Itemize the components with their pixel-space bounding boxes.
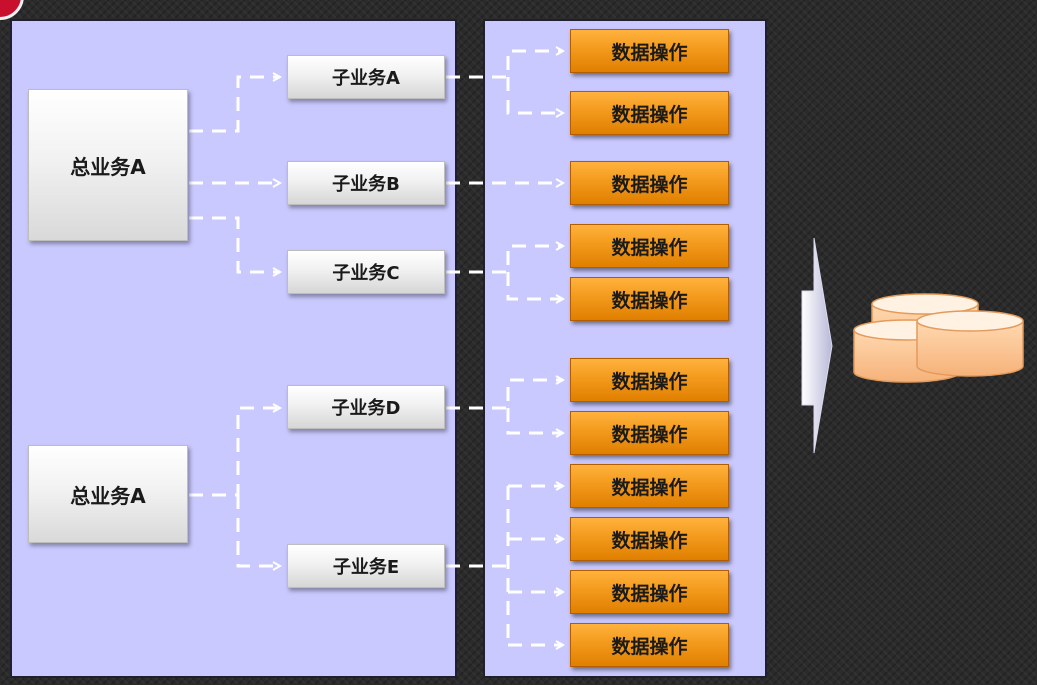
data-operation-box: 数据操作 bbox=[570, 224, 729, 268]
sub-task-box: 子业务B bbox=[287, 161, 445, 205]
data-operation-label: 数据操作 bbox=[611, 370, 688, 393]
data-operation-box: 数据操作 bbox=[570, 623, 729, 667]
sub-task-label: 子业务B bbox=[332, 174, 400, 195]
sub-task-box: 子业务C bbox=[287, 250, 445, 294]
data-operation-box: 数据操作 bbox=[570, 91, 729, 135]
sub-task-label: 子业务D bbox=[331, 398, 401, 419]
main-task-label: 总业务A bbox=[70, 154, 146, 179]
data-operation-box: 数据操作 bbox=[570, 411, 729, 455]
data-operation-label: 数据操作 bbox=[611, 236, 688, 259]
main-task-box: 总业务A bbox=[28, 445, 188, 543]
data-operation-label: 数据操作 bbox=[611, 423, 688, 446]
data-operation-label: 数据操作 bbox=[611, 582, 688, 605]
data-operation-label: 数据操作 bbox=[611, 103, 688, 126]
data-operation-box: 数据操作 bbox=[570, 358, 729, 402]
data-operation-label: 数据操作 bbox=[611, 529, 688, 552]
sub-task-box: 子业务D bbox=[287, 385, 445, 429]
data-operation-box: 数据操作 bbox=[570, 517, 729, 561]
sub-task-label: 子业务E bbox=[332, 557, 400, 578]
data-operation-label: 数据操作 bbox=[611, 289, 688, 312]
sub-task-box: 子业务A bbox=[287, 55, 445, 99]
data-operation-box: 数据操作 bbox=[570, 277, 729, 321]
data-operation-label: 数据操作 bbox=[611, 173, 688, 196]
data-operation-label: 数据操作 bbox=[611, 41, 688, 64]
main-task-label: 总业务A bbox=[70, 483, 146, 508]
data-operation-box: 数据操作 bbox=[570, 570, 729, 614]
main-task-box: 总业务A bbox=[28, 89, 188, 241]
data-operation-box: 数据操作 bbox=[570, 29, 729, 73]
data-operation-box: 数据操作 bbox=[570, 464, 729, 508]
data-operation-label: 数据操作 bbox=[611, 635, 688, 658]
sub-task-label: 子业务A bbox=[332, 68, 400, 89]
sub-task-box: 子业务E bbox=[287, 544, 445, 588]
sub-task-label: 子业务C bbox=[332, 263, 400, 284]
data-operation-box: 数据操作 bbox=[570, 161, 729, 205]
data-operation-label: 数据操作 bbox=[611, 476, 688, 499]
